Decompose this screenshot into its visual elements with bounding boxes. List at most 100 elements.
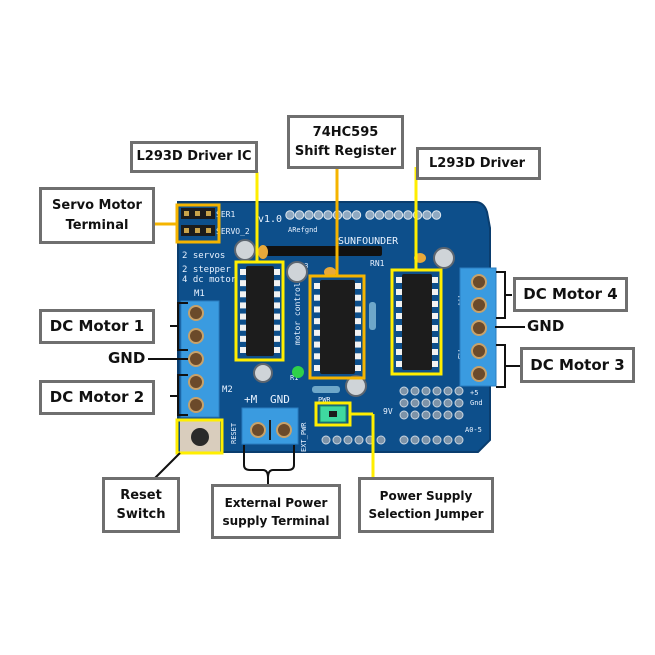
callout-l293d-driver-ic: L293D Driver IC (130, 141, 258, 173)
grid-pin (432, 386, 442, 396)
chip-pin (355, 329, 361, 336)
chip-pin (240, 291, 246, 298)
ic-chip (396, 274, 438, 370)
header-pin (403, 210, 413, 220)
led (292, 366, 304, 378)
grid-pin (443, 386, 453, 396)
grid-pin (432, 435, 442, 445)
aref-silk: ARefgnd (288, 226, 318, 234)
grid-pin (410, 435, 420, 445)
grid-pin (321, 435, 331, 445)
reset-button (180, 421, 220, 453)
chip-pin (355, 318, 361, 325)
header-pin (365, 210, 375, 220)
right-motor-terminal (459, 267, 497, 387)
gnd-small-silk: Gnd (470, 399, 483, 407)
chip-pin (396, 361, 402, 367)
chip-pin (432, 349, 438, 355)
terminal-screw (188, 328, 204, 344)
grid-pin (432, 398, 442, 408)
chip-pin (355, 294, 361, 301)
header-pin (431, 210, 442, 220)
callout-text: Servo Motor (52, 198, 142, 213)
grid-pin (443, 410, 453, 420)
grid-pin (454, 386, 464, 396)
grid-pin (443, 435, 453, 445)
grid-pin (421, 386, 431, 396)
callout-text: DC Motor 1 (49, 317, 145, 336)
grid-pin (410, 398, 420, 408)
chip-pin (274, 324, 280, 331)
rn1-silk: RN1 (370, 259, 385, 268)
chip-pin (432, 289, 438, 295)
grid-pin (376, 435, 386, 445)
grid-pin (432, 410, 442, 420)
pwr-silk: PWR (318, 396, 331, 404)
r1-silk: R1 (290, 374, 298, 382)
m1-silk: M1 (194, 289, 205, 299)
bracket-dc-motor-4 (496, 271, 512, 319)
ic-chip (240, 266, 280, 356)
chip-pin (396, 313, 402, 319)
callout-text: Terminal (65, 217, 129, 233)
chip-pin (432, 325, 438, 331)
chip-pin (355, 341, 361, 348)
header-pin (304, 210, 314, 220)
chip-pin (240, 313, 246, 320)
chip-pin (274, 313, 280, 320)
chip-pin (396, 337, 402, 343)
chip-pin (432, 313, 438, 319)
chip-pin (274, 347, 280, 353)
left-motor-terminal (180, 300, 220, 418)
caption-dc: 4 dc motor (182, 275, 237, 285)
jumper-cap (329, 411, 337, 417)
chip-pin (274, 335, 280, 342)
chip-pin (355, 306, 361, 313)
chip-pin (355, 353, 361, 360)
grid-pin (399, 410, 409, 420)
callout-text: DC Motor 4 (523, 285, 618, 304)
grid-pin (399, 386, 409, 396)
chip-pin (314, 306, 320, 313)
chip-pin (432, 277, 438, 283)
chip-pin (314, 365, 320, 371)
chip-pin (240, 347, 246, 353)
chip-pin (314, 318, 320, 325)
callout-text: External Power (224, 495, 328, 510)
chip-pin (240, 280, 246, 287)
terminal-screw (471, 343, 487, 359)
callout-dc-motor-4: DC Motor 4 (513, 277, 628, 312)
chip-body (402, 274, 432, 370)
chip-pin (355, 365, 361, 371)
grid-pin (454, 398, 464, 408)
chip-pin (314, 294, 320, 301)
header-strip (262, 246, 382, 256)
grid-pin (332, 435, 342, 445)
resistor-r1 (312, 386, 340, 393)
chip-pin (396, 325, 402, 331)
chip-pin (314, 283, 320, 289)
callout-text: Selection Jumper (368, 507, 484, 521)
leader-reset (154, 452, 181, 479)
grid-pin (410, 386, 420, 396)
header-pin (374, 210, 385, 220)
chip-pin (314, 341, 320, 348)
header-pin (351, 210, 362, 220)
brand-silk: SUNFOUNDER (338, 236, 399, 247)
ext-pwr-silk: EXT_PWR (300, 422, 308, 452)
callout-l293d-driver: L293D Driver (416, 147, 541, 180)
header-pin (313, 210, 324, 220)
grid-pin (410, 410, 420, 420)
grid-pin (421, 398, 431, 408)
chip-pin (314, 353, 320, 360)
analog-pin-grid (321, 386, 464, 445)
chip-pin (240, 269, 246, 275)
callout-dc-motor-1: DC Motor 1 (39, 309, 155, 344)
terminal-screw (471, 320, 487, 336)
servo-header (181, 208, 215, 236)
